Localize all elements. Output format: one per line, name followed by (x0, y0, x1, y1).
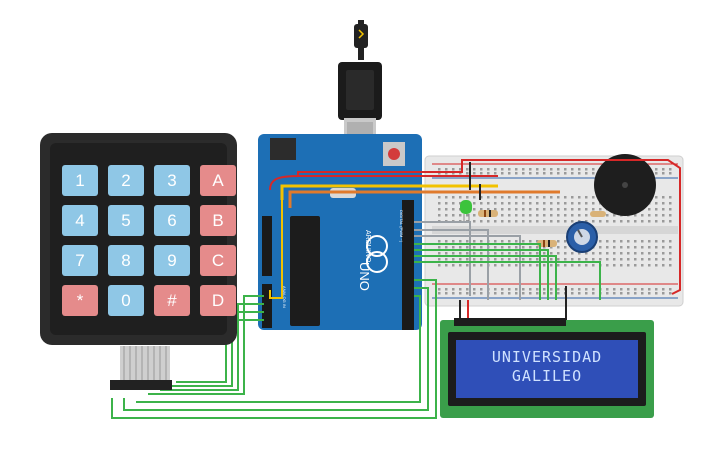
lcd-header-pins (454, 318, 566, 326)
keypad-key-a[interactable]: A (200, 165, 236, 196)
board-model-label: UNO (357, 262, 372, 291)
breadboard-center-channel (432, 226, 678, 234)
digital-header (402, 200, 414, 330)
power-header (262, 216, 272, 276)
keypad-key-4[interactable]: 4 (62, 205, 98, 236)
microcontroller-chip (290, 216, 320, 326)
digital-label: DIGITAL (PWM ~) (399, 210, 404, 243)
keypad-ribbon (110, 346, 172, 390)
lcd-module (440, 318, 654, 418)
usb-cable (338, 20, 382, 152)
analog-label: ANALOG IN (282, 286, 287, 308)
analog-header (262, 284, 272, 328)
piezo-buzzer (594, 154, 656, 216)
lcd-line-2: GALILEO (511, 367, 583, 385)
keypad-key-6[interactable]: 6 (154, 205, 190, 236)
resistors (478, 210, 606, 247)
wires (111, 159, 681, 419)
keypad-key-5[interactable]: 5 (108, 205, 144, 236)
potentiometer (566, 221, 598, 253)
keypad-key-9[interactable]: 9 (154, 245, 190, 276)
keypad-key-c[interactable]: C (200, 245, 236, 276)
power-jack (270, 138, 296, 160)
board-brand-label: ARDUINO (364, 230, 371, 263)
green-led (460, 200, 472, 222)
keypad-key-star[interactable]: * (62, 285, 98, 316)
arduino-logo-icon (366, 235, 388, 257)
lcd-line-1: UNIVERSIDAD (491, 348, 603, 366)
arduino-board: UNO ARDUINO DIGITAL (PWM ~) ANALOG IN (258, 134, 422, 330)
keypad-key-1[interactable]: 1 (62, 165, 98, 196)
reset-button (388, 148, 400, 160)
keypad-key-8[interactable]: 8 (108, 245, 144, 276)
keypad-key-hash[interactable]: # (154, 285, 190, 316)
keypad-connector (110, 380, 172, 390)
keypad-key-2[interactable]: 2 (108, 165, 144, 196)
keypad-key-b[interactable]: B (200, 205, 236, 236)
keypad-key-0[interactable]: 0 (108, 285, 144, 316)
keypad-key-7[interactable]: 7 (62, 245, 98, 276)
keypad-key-3[interactable]: 3 (154, 165, 190, 196)
keypad-key-d[interactable]: D (200, 285, 236, 316)
